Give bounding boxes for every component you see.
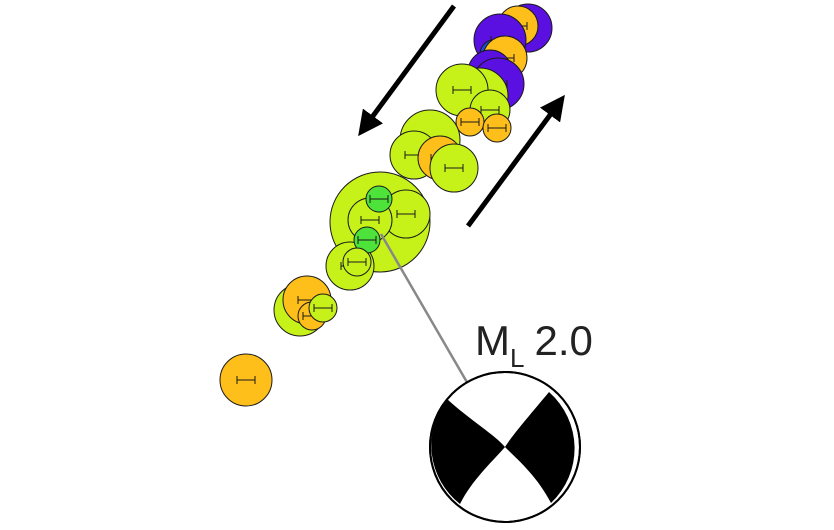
error-bar — [487, 124, 507, 132]
magnitude-label: ML 2.0 — [475, 317, 593, 373]
error-bar — [313, 304, 333, 312]
event-27 — [308, 293, 338, 323]
magnitude-subscript: L — [510, 343, 524, 373]
beachball-compressional-quadrant-left — [431, 399, 505, 504]
left-slip-arrow — [358, 4, 457, 137]
error-bar — [452, 86, 472, 94]
beachball — [429, 371, 581, 523]
magnitude-symbol: M — [475, 317, 510, 364]
error-bar — [347, 258, 367, 266]
error-bar — [236, 376, 256, 384]
error-bar — [444, 164, 464, 172]
right-slip-arrow — [465, 94, 565, 228]
beachball-compressional-quadrant-right — [505, 392, 575, 503]
error-bar — [396, 210, 416, 218]
error-bar — [357, 236, 377, 244]
error-bar — [369, 195, 389, 203]
earthquake-events — [219, 3, 553, 407]
event-20 — [365, 185, 393, 213]
event-11 — [455, 107, 485, 137]
error-bar — [460, 118, 480, 126]
event-16 — [429, 143, 479, 193]
event-22 — [353, 226, 381, 254]
leader-line — [379, 233, 470, 385]
magnitude-value: 2.0 — [534, 317, 592, 364]
event-23 — [342, 247, 372, 277]
event-28 — [219, 353, 273, 407]
event-12 — [482, 113, 512, 143]
error-bar — [360, 216, 380, 224]
beachball-outline — [429, 371, 581, 523]
